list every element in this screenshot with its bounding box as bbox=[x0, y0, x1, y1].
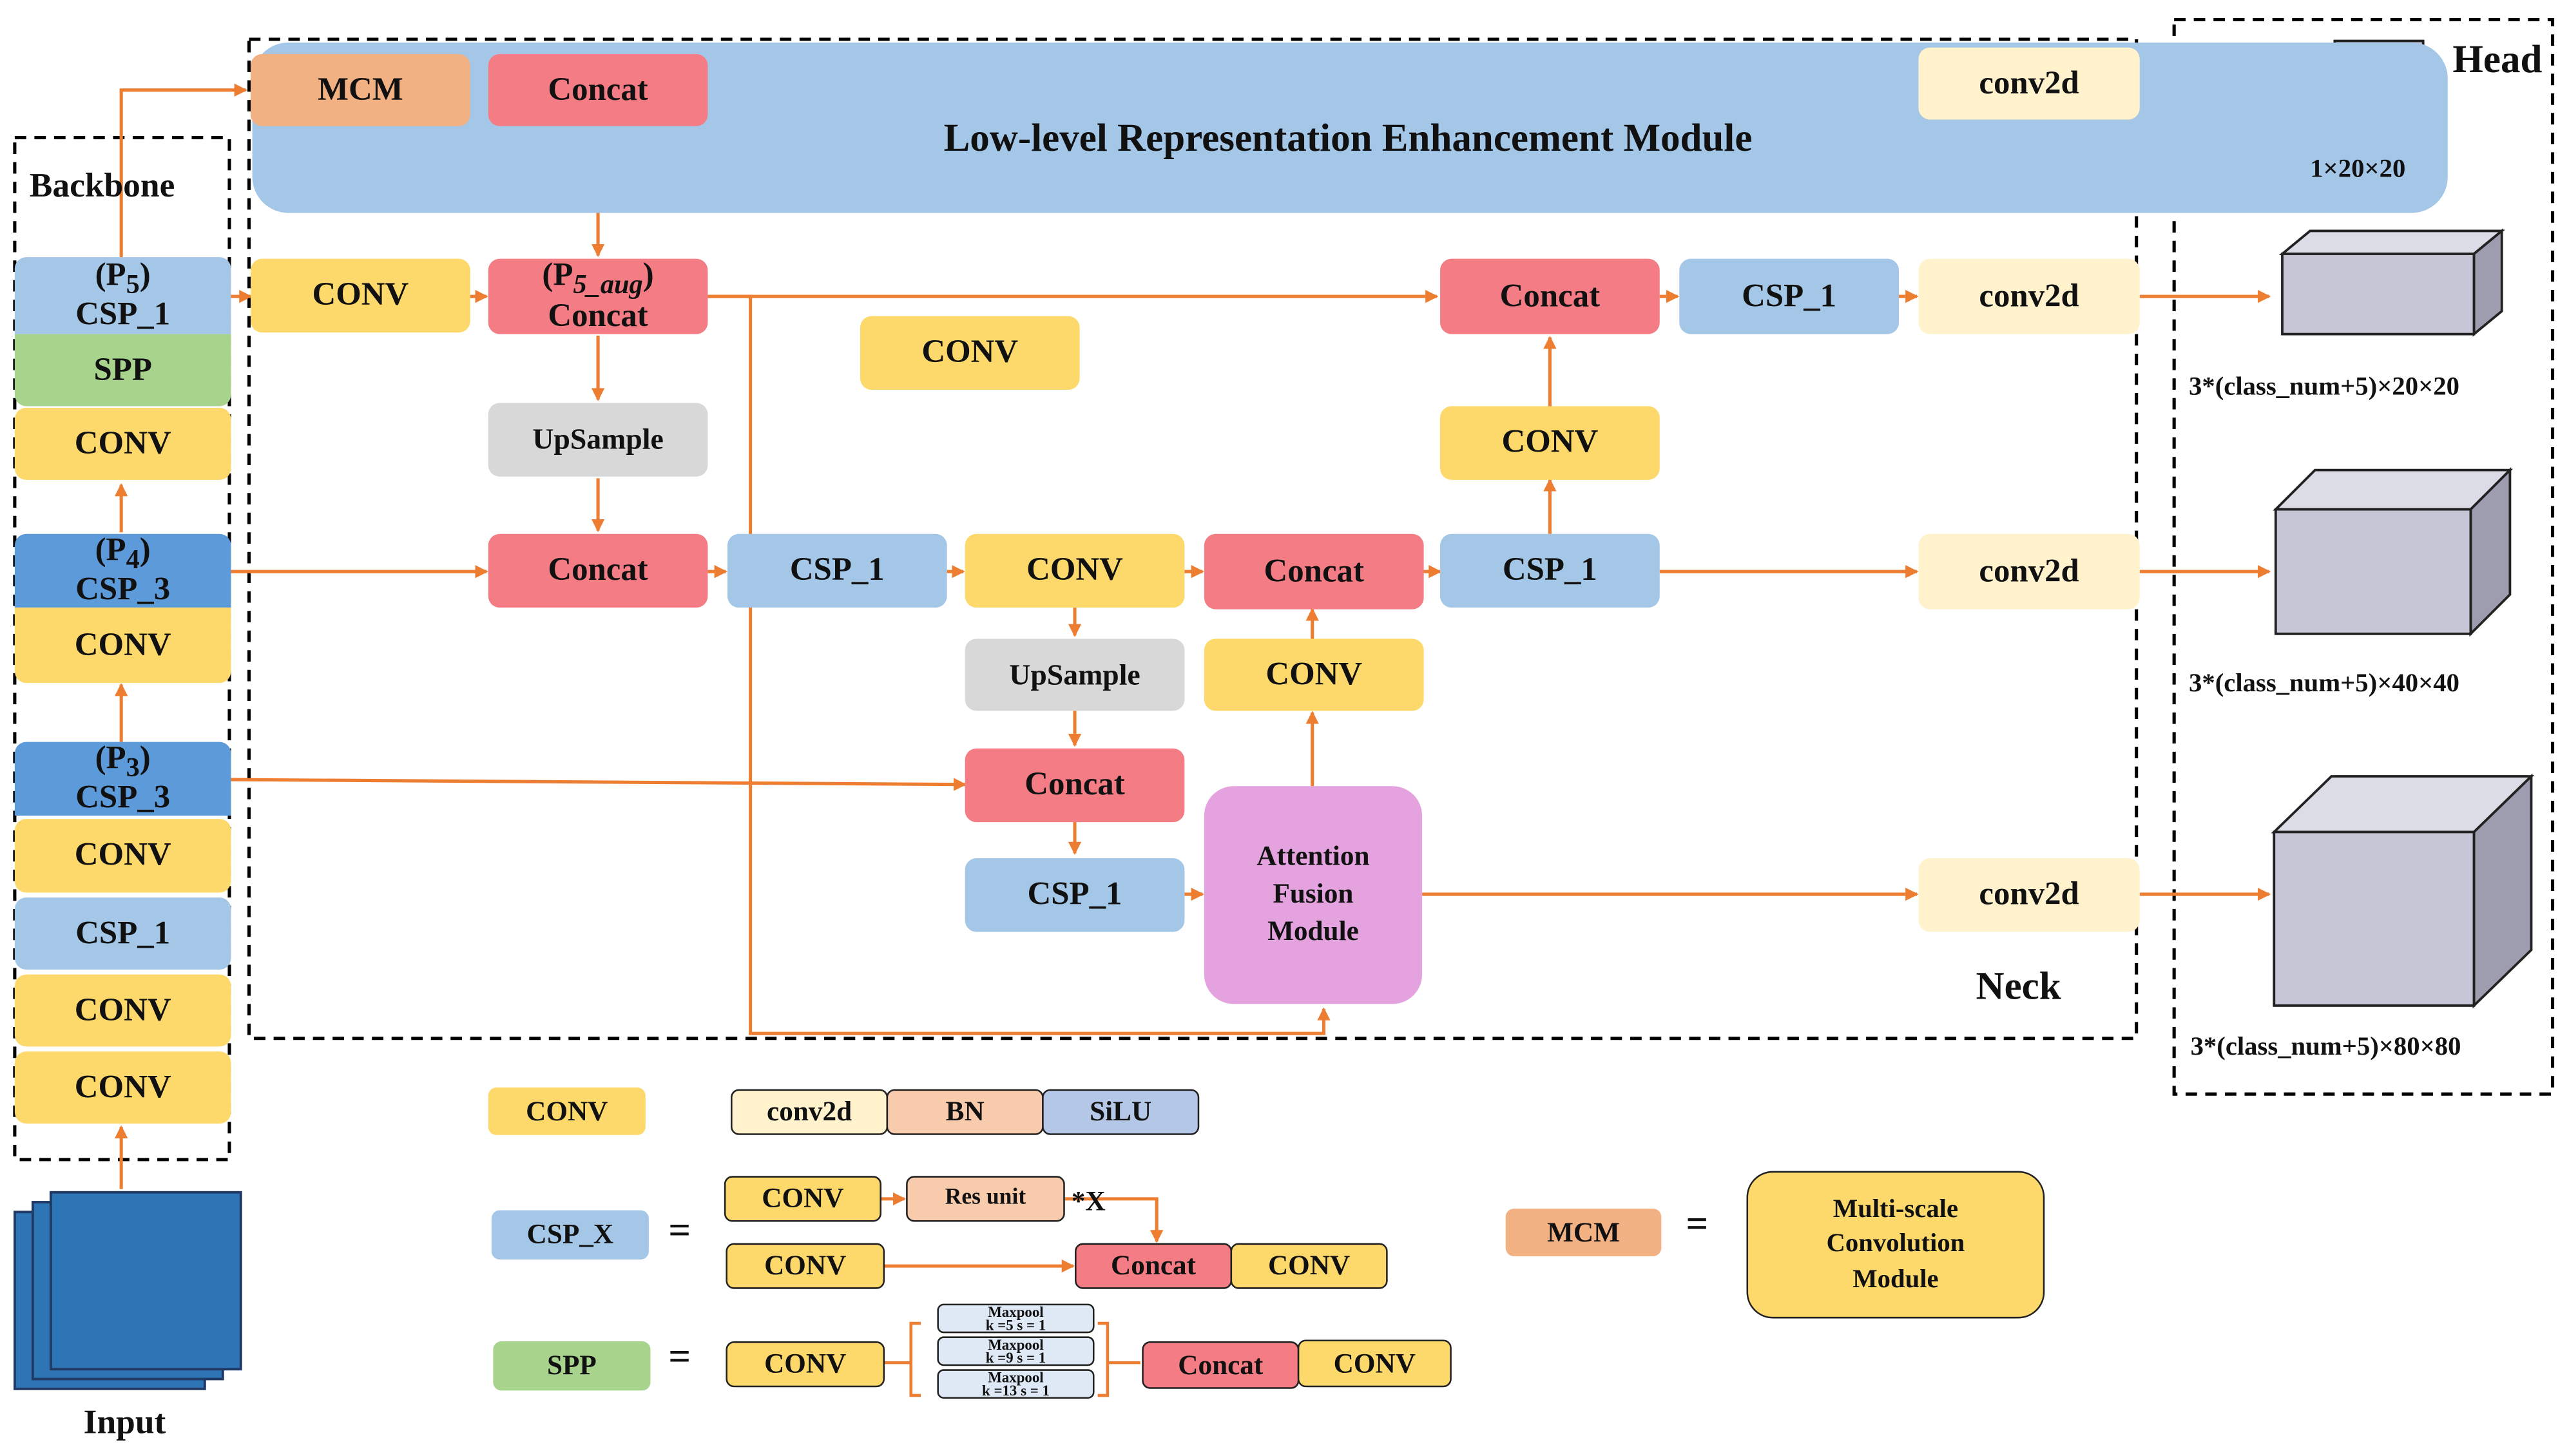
legend-conv-key: CONV bbox=[488, 1087, 646, 1135]
output-cube-80x80 bbox=[2271, 773, 2535, 1009]
concat-label: Concat bbox=[548, 298, 648, 334]
p4-label: (P4) bbox=[95, 532, 151, 575]
backbone-csp1-low[interactable]: CSP_1 bbox=[14, 897, 231, 970]
legend-cspx-key: CSP_X bbox=[491, 1210, 649, 1260]
head-out4-label: 3*(class_num+5)×80×80 bbox=[2190, 1033, 2461, 1062]
p5aug-label: (P5_aug) bbox=[542, 257, 654, 300]
legend-times-x: *X bbox=[1071, 1185, 1106, 1217]
backbone-p3-csp3[interactable]: (P3) CSP_3 bbox=[14, 740, 231, 816]
backbone-p4-csp3[interactable]: (P4) CSP_3 bbox=[14, 532, 231, 608]
neck-conv-r4[interactable]: CONV bbox=[1204, 638, 1424, 711]
legend-csp-conv3: CONV bbox=[1230, 1243, 1388, 1289]
csp1-r3a[interactable]: CSP_1 bbox=[727, 533, 947, 608]
backbone-conv-d[interactable]: CONV bbox=[14, 974, 231, 1047]
neck-conv-r2[interactable]: CONV bbox=[1440, 406, 1660, 480]
legend-csp-concat: Concat bbox=[1075, 1243, 1233, 1289]
conv2d-top[interactable]: conv2d bbox=[1918, 47, 2140, 120]
concat-r3[interactable]: Concat bbox=[488, 533, 708, 608]
backbone-p5-csp1[interactable]: (P5) CSP_1 bbox=[14, 256, 231, 334]
legend-equals-1: = bbox=[668, 1210, 691, 1253]
backbone-conv-b[interactable]: CONV bbox=[14, 608, 231, 684]
p5aug-concat[interactable]: (P5_aug) Concat bbox=[488, 257, 708, 334]
conv2d-r6[interactable]: conv2d bbox=[1918, 858, 2140, 932]
neck-conv-p5[interactable]: CONV bbox=[251, 258, 470, 333]
head-frame bbox=[2172, 17, 2555, 1096]
legend-csp-conv2: CONV bbox=[726, 1243, 885, 1289]
legend-equals-2: = bbox=[668, 1336, 691, 1379]
csp1-label: CSP_1 bbox=[75, 296, 171, 333]
conv2d-r3[interactable]: conv2d bbox=[1918, 533, 2140, 609]
legend-spp-conv1: CONV bbox=[726, 1341, 885, 1388]
csp3-label: CSP_3 bbox=[75, 780, 171, 816]
csp1-r1[interactable]: CSP_1 bbox=[1679, 258, 1899, 334]
backbone-conv-e[interactable]: CONV bbox=[14, 1051, 231, 1124]
output-cube-20x20 bbox=[2278, 228, 2506, 337]
concat-top[interactable]: Concat bbox=[488, 53, 708, 126]
backbone-spp[interactable]: SPP bbox=[14, 334, 231, 407]
concat-r5[interactable]: Concat bbox=[965, 748, 1185, 823]
attention-fusion-module[interactable]: Attention Fusion Module bbox=[1204, 786, 1423, 1004]
lrem-title: Low-level Representation Enhancement Mod… bbox=[943, 118, 1753, 161]
legend-res-unit: Res unit bbox=[906, 1176, 1065, 1222]
p3-label: (P3) bbox=[95, 740, 151, 783]
csp1-r6[interactable]: CSP_1 bbox=[965, 858, 1185, 932]
legend-equals-3: = bbox=[1686, 1203, 1709, 1247]
legend-silu: SiLU bbox=[1042, 1089, 1200, 1135]
spp-brackets bbox=[885, 1321, 1140, 1397]
conv2d-r1[interactable]: conv2d bbox=[1918, 258, 2140, 334]
input-stack bbox=[13, 1191, 242, 1390]
legend-spp-key: SPP bbox=[493, 1341, 651, 1391]
upsample-2[interactable]: UpSample bbox=[965, 638, 1185, 711]
mcm-block[interactable]: MCM bbox=[251, 53, 470, 126]
input-label: Input bbox=[83, 1402, 166, 1442]
legend-mcm-key: MCM bbox=[1505, 1209, 1662, 1256]
legend-spp-conv2: CONV bbox=[1297, 1339, 1452, 1388]
legend-spp-concat: Concat bbox=[1142, 1341, 1300, 1389]
concat-r3b[interactable]: Concat bbox=[1204, 533, 1424, 609]
head-out1-label: 1×20×20 bbox=[2310, 155, 2406, 184]
neck-conv-r3[interactable]: CONV bbox=[965, 533, 1185, 608]
upsample-1[interactable]: UpSample bbox=[488, 403, 708, 477]
legend-bn: BN bbox=[886, 1089, 1044, 1135]
p5-label: (P5) bbox=[95, 256, 151, 300]
head-label: Head bbox=[2452, 39, 2543, 82]
neck-conv-float[interactable]: CONV bbox=[860, 316, 1080, 390]
head-out3-label: 3*(class_num+5)×40×40 bbox=[2189, 669, 2459, 698]
legend-conv2d: conv2d bbox=[731, 1089, 889, 1135]
backbone-conv-c[interactable]: CONV bbox=[14, 819, 231, 893]
backbone-conv-a[interactable]: CONV bbox=[14, 408, 231, 480]
backbone-label: Backbone bbox=[29, 165, 175, 205]
csp3-label: CSP_3 bbox=[75, 571, 171, 608]
head-out2-label: 3*(class_num+5)×20×20 bbox=[2189, 373, 2459, 401]
concat-r1[interactable]: Concat bbox=[1440, 258, 1660, 334]
neck-label: Neck bbox=[1976, 966, 2061, 1009]
output-cube-40x40 bbox=[2273, 467, 2514, 637]
legend-csp-conv1: CONV bbox=[724, 1176, 881, 1222]
legend-mcm-desc: Multi-scale Convolution Module bbox=[1746, 1171, 2045, 1319]
csp1-r3b[interactable]: CSP_1 bbox=[1440, 533, 1660, 608]
arrows bbox=[114, 72, 2271, 1273]
